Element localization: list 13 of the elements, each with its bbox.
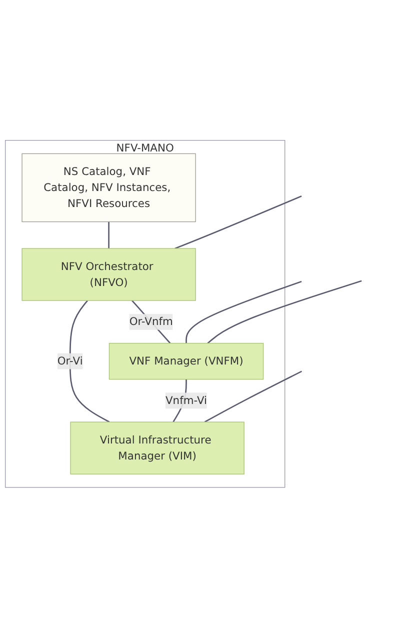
node-box: Virtual Infrastructure Manager (VIM) bbox=[70, 421, 244, 474]
node-box: NFV Orchestrator (NFVO) bbox=[22, 248, 196, 300]
connector bbox=[174, 195, 302, 249]
node-box: VNF Manager (VNFM) bbox=[108, 342, 264, 380]
node-box: NS Catalog, VNF Catalog, NFV Instances, NFVI Resources bbox=[22, 152, 196, 222]
edge-label: Or-Vnfm bbox=[129, 314, 173, 328]
edge-label: Vnfm-Vi bbox=[166, 394, 208, 406]
connector bbox=[207, 280, 362, 344]
connector bbox=[186, 280, 302, 343]
connector bbox=[108, 221, 110, 248]
connector bbox=[204, 370, 302, 422]
edge-label: Or-Vi bbox=[57, 354, 83, 367]
connector bbox=[69, 300, 110, 422]
